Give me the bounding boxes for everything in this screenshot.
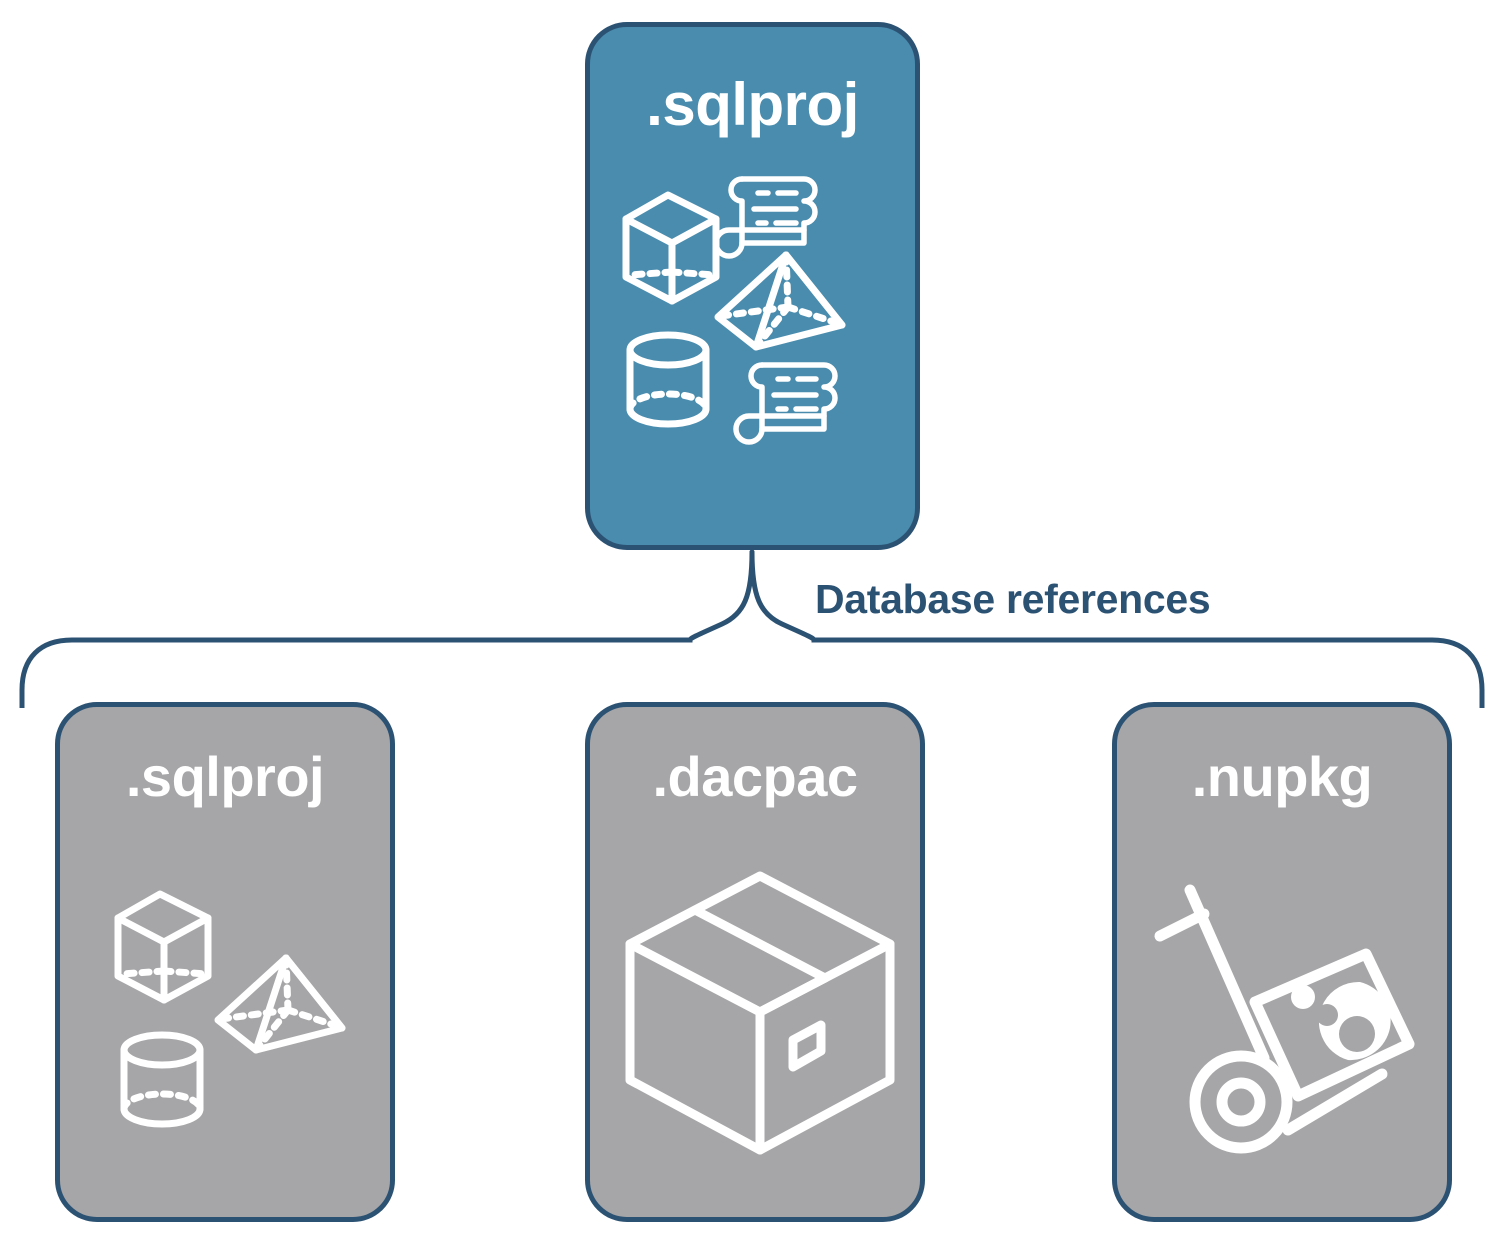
pyramid-icon [714,251,846,351]
hand-truck-icon [1154,884,1415,1154]
reference-node-icon-group [60,847,400,1177]
source-node-label: .sqlproj [646,71,859,138]
scroll-icon [733,362,838,445]
cylinder-icon [626,331,710,428]
reference-node-sqlproj[interactable]: .sqlproj [55,702,395,1222]
reference-node-icon-group [1117,847,1457,1177]
reference-node-label: .nupkg [1191,745,1373,808]
cube-icon [114,890,212,1004]
brace-right-arm [749,549,1485,708]
scroll-icon [713,176,818,259]
reference-node-label: .sqlproj [125,745,325,808]
reference-node-label: .dacpac [652,745,858,808]
brace-left-arm [19,549,755,708]
database-references-brace [19,549,1485,708]
reference-node-icon-group [590,847,930,1177]
pyramid-icon [214,954,346,1054]
reference-node-nupkg[interactable]: .nupkg [1112,702,1452,1222]
cylinder-icon [120,1031,204,1128]
source-node-sqlproj[interactable]: .sqlproj [585,22,920,550]
reference-node-dacpac[interactable]: .dacpac [585,702,925,1222]
connector-label: Database references [815,576,1211,622]
cube-icon [622,191,720,305]
package-box-icon [625,871,895,1155]
source-node-icon-group [590,167,925,457]
